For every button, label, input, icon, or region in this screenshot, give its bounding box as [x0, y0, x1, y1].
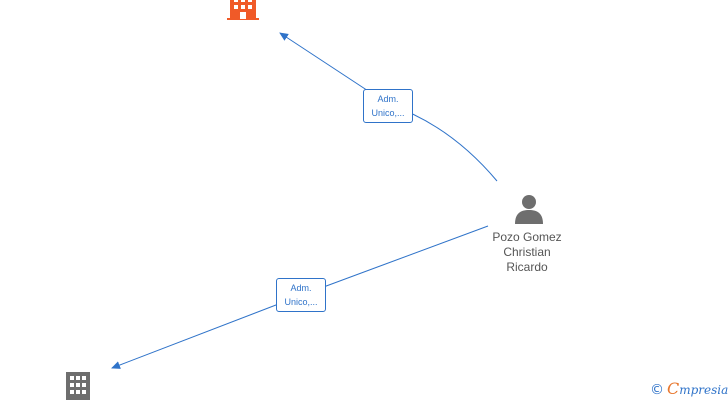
person-icon[interactable] [514, 194, 544, 224]
brand-initial: C [667, 379, 680, 398]
edge-label-top-line-1: Adm. [377, 94, 399, 104]
copyright-icon: © [650, 382, 664, 398]
edge-label-top-line-2: Unico,... [371, 108, 405, 118]
edge-label-top[interactable]: Adm. Unico,... [363, 89, 413, 123]
edge-label-bottom[interactable]: Adm. Unico,... [276, 278, 326, 312]
person-name[interactable]: Pozo Gomez Christian Ricardo [477, 230, 577, 275]
person-name-line-1: Pozo Gomez [492, 230, 562, 244]
empresia-logo[interactable]: ©Cmpresia [650, 379, 728, 399]
building-icon[interactable] [227, 0, 259, 20]
building-icon[interactable] [64, 372, 92, 400]
person-name-line-3: Ricardo [506, 260, 548, 274]
person-name-line-2: Christian [503, 245, 551, 259]
edge-label-bottom-line-2: Unico,... [284, 297, 318, 307]
brand-rest: mpresia [679, 383, 728, 397]
edge-label-bottom-line-1: Adm. [290, 283, 312, 293]
